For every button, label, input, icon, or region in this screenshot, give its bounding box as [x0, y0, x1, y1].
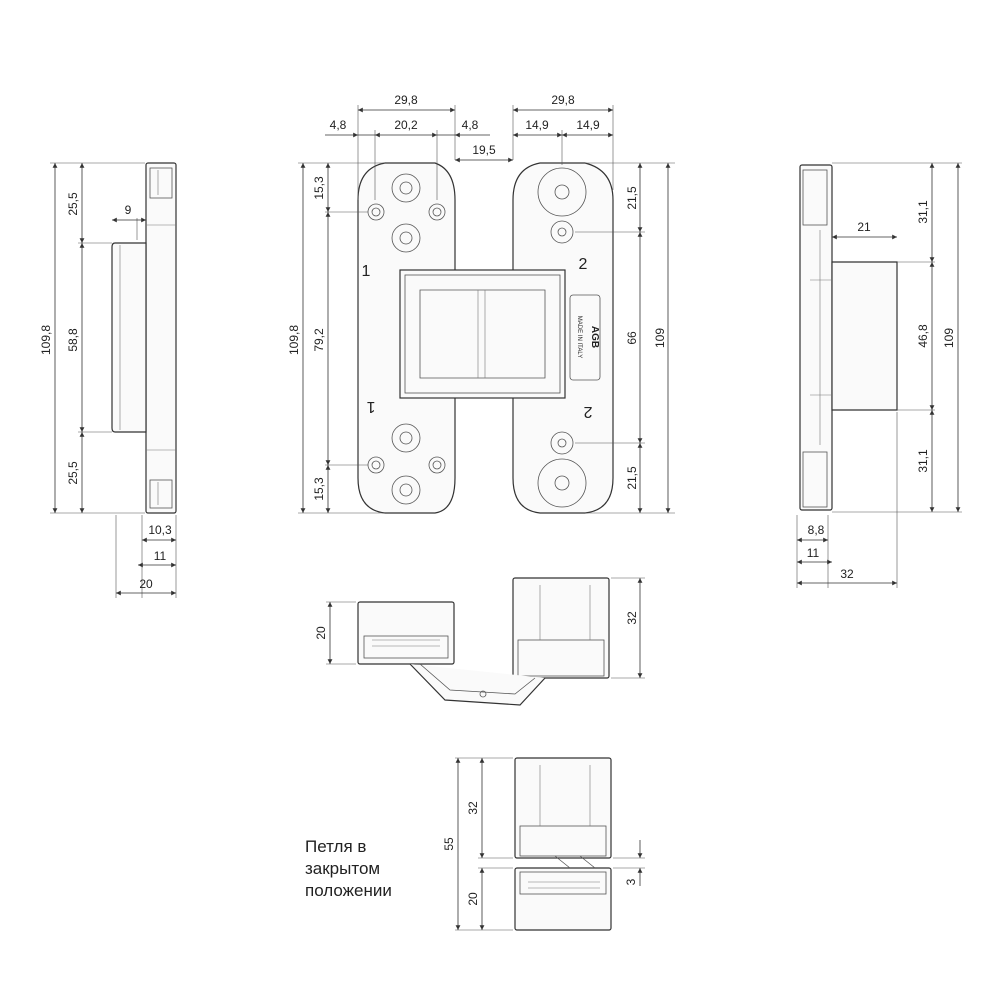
right-side-view: 31,1 46,8 31,1 109 21 8,8 11 32 — [796, 162, 962, 588]
caption-line-3: положении — [305, 881, 392, 900]
dim-rv-bottom-width-1: 8,8 — [808, 523, 825, 537]
dim-sub-left-a: 4,8 — [330, 118, 347, 132]
dim-sub-left-b: 20,2 — [394, 118, 418, 132]
caption-line-1: Петля в — [305, 837, 366, 856]
dim-right-total: 109 — [653, 328, 667, 348]
dim-tv-right-depth: 32 — [625, 611, 639, 625]
mark-left-bottom: 1 — [366, 398, 375, 415]
dim-rv-top-section: 31,1 — [916, 200, 930, 224]
dim-gap: 19,5 — [472, 143, 496, 157]
top-view-open: 20 32 — [314, 577, 645, 706]
dim-cv-upper: 32 — [466, 801, 480, 815]
dim-offset-top: 9 — [125, 203, 132, 217]
caption-line-2: закрытом — [305, 859, 380, 878]
dim-right-bottom-hole: 21,5 — [625, 466, 639, 490]
dim-rv-bottom-width-2: 11 — [807, 546, 820, 560]
dim-top-width-right: 29,8 — [551, 93, 575, 107]
dim-rv-bottom-width-3: 32 — [840, 567, 854, 581]
dim-left-total: 109,8 — [287, 325, 301, 355]
dim-tv-left-depth: 20 — [314, 626, 328, 640]
dim-top-width-left: 29,8 — [394, 93, 418, 107]
dim-cv-lower: 20 — [466, 892, 480, 906]
dim-right-mid: 66 — [625, 331, 639, 345]
dim-left-top-hole: 15,3 — [312, 176, 326, 200]
dim-sub-left-c: 4,8 — [462, 118, 479, 132]
stamp-made-in: MADE IN ITALY — [576, 316, 582, 358]
dim-rv-total: 109 — [942, 328, 956, 348]
dim-total-height: 109,8 — [39, 325, 53, 355]
mark-left-top: 1 — [362, 263, 371, 280]
dim-bottom-width-3: 20 — [139, 577, 153, 591]
dim-sub-right-b: 14,9 — [576, 118, 600, 132]
dim-bottom-width-2: 11 — [154, 549, 167, 563]
mark-right-top: 2 — [579, 256, 588, 273]
dim-cv-total: 55 — [442, 837, 456, 851]
dim-right-top-hole: 21,5 — [625, 186, 639, 210]
dim-cv-gap: 3 — [624, 878, 638, 885]
dim-bottom-section: 25,5 — [66, 461, 80, 485]
stamp-brand: AGB — [589, 326, 600, 348]
dim-top-section: 25,5 — [66, 192, 80, 216]
front-view: AGB MADE IN ITALY 1 1 2 2 — [287, 93, 675, 514]
screw-holes-left — [367, 173, 446, 505]
dim-rv-middle-section: 46,8 — [916, 324, 930, 348]
left-side-view: 109,8 25,5 58,8 25,5 9 10,3 11 20 — [39, 162, 177, 598]
mark-right-bottom: 2 — [583, 403, 592, 420]
dim-middle-section: 58,8 — [66, 328, 80, 352]
dim-left-inner: 79,2 — [312, 328, 326, 352]
dim-sub-right-a: 14,9 — [525, 118, 549, 132]
dim-rv-bottom-section: 31,1 — [916, 449, 930, 473]
screw-holes-right — [537, 167, 587, 508]
dim-left-bottom-hole: 15,3 — [312, 477, 326, 501]
dim-bottom-width-1: 10,3 — [148, 523, 172, 537]
dim-rv-top-offset: 21 — [857, 220, 871, 234]
closed-view: 55 32 20 3 Петля в закрытом положении — [305, 757, 645, 931]
